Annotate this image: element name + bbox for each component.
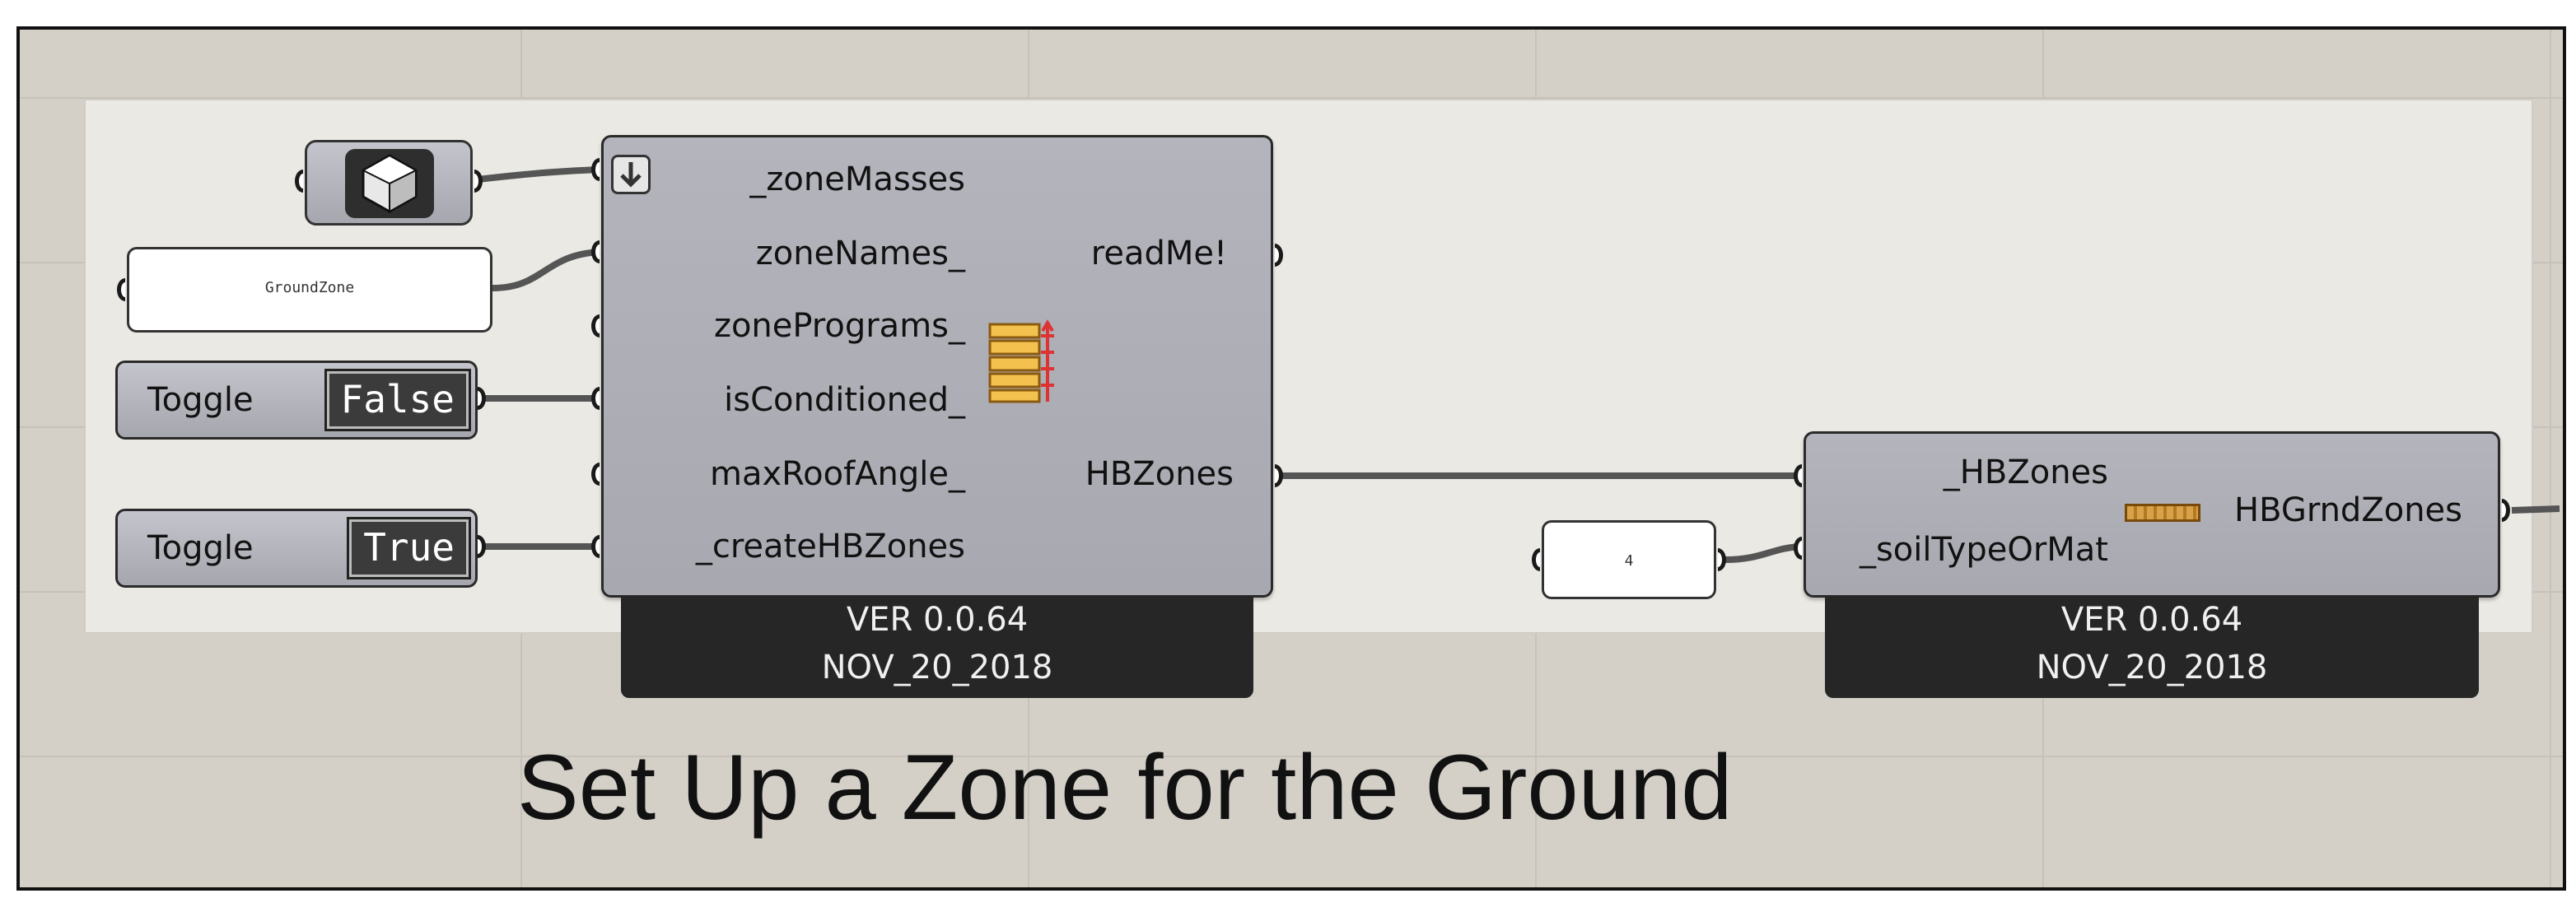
input-create-hbzones: _createHBZones [695, 528, 965, 565]
port-zone-masses[interactable] [591, 158, 600, 181]
soil-type-panel[interactable]: 4 [1542, 520, 1716, 599]
wire-geometry-to-zonemasses[interactable] [477, 166, 600, 183]
toggle-label: Toggle [147, 381, 254, 419]
masses-to-zones-component[interactable] [601, 135, 1273, 598]
port-max-roof-angle[interactable] [591, 463, 600, 486]
is-conditioned-toggle-output-port[interactable] [478, 387, 486, 410]
output-hbgrndzones: HBGrndZones [2234, 491, 2462, 529]
geometry-param-output-port[interactable] [474, 170, 483, 193]
wire-hbgrndzones-out[interactable] [2511, 505, 2560, 514]
port-is-conditioned[interactable] [591, 387, 600, 410]
input-zone-masses: _zoneMasses [749, 161, 965, 198]
port-hbzones-in[interactable] [1794, 464, 1802, 487]
ground-zone-icon [2125, 504, 2200, 522]
port-soil-type[interactable] [1794, 537, 1802, 560]
port-zone-names[interactable] [591, 240, 600, 263]
soil-type-value: 4 [1624, 552, 1634, 570]
zone-name-panel-input-port[interactable] [117, 278, 125, 301]
port-zone-programs[interactable] [591, 314, 600, 337]
masses-version: VER 0.0.64 [846, 601, 1029, 639]
input-max-roof-angle: maxRoofAngle_ [710, 455, 965, 493]
ground-version: VER 0.0.64 [2060, 601, 2243, 639]
geometry-param[interactable] [305, 140, 473, 226]
toggle-value-true[interactable]: True [347, 517, 471, 579]
ground-date: NOV_20_2018 [2036, 649, 2268, 686]
masses-version-footer: VER 0.0.64 NOV_20_2018 [621, 596, 1253, 698]
toggle-label: Toggle [147, 529, 254, 567]
input-zone-names: zoneNames_ [755, 235, 965, 272]
ground-version-footer: VER 0.0.64 NOV_20_2018 [1825, 596, 2479, 698]
is-conditioned-toggle[interactable]: Toggle False [115, 361, 478, 440]
soil-type-panel-output-port[interactable] [1718, 548, 1726, 571]
honeybee-zones-icon [987, 319, 1066, 407]
zone-name-panel[interactable]: GroundZone [127, 247, 492, 333]
port-readme[interactable] [1275, 244, 1283, 267]
create-hbzones-toggle[interactable]: Toggle True [115, 509, 478, 588]
input-zone-programs: zonePrograms_ [713, 307, 965, 345]
port-hbzones[interactable] [1275, 464, 1283, 487]
toggle-value-false[interactable]: False [324, 369, 472, 431]
create-hbzones-toggle-output-port[interactable] [478, 535, 486, 558]
wire-soil-panel-to-soiltype[interactable] [1724, 543, 1801, 563]
zone-name-value: GroundZone [264, 279, 355, 296]
input-is-conditioned: isConditioned_ [724, 381, 965, 419]
output-readme: readMe! [1090, 235, 1227, 272]
soil-type-panel-input-port[interactable] [1532, 548, 1540, 571]
download-arrow-icon[interactable] [611, 155, 651, 194]
geometry-param-icon [345, 149, 434, 218]
port-create-hbzones[interactable] [591, 535, 600, 558]
input-soil-type: _soilTypeOrMat [1859, 531, 2108, 569]
input-hbzones: _HBZones [1943, 454, 2108, 491]
geometry-param-input-port[interactable] [295, 170, 303, 193]
port-hbgrndzones[interactable] [2502, 499, 2510, 522]
output-hbzones: HBZones [1085, 455, 1234, 493]
wire-zonename-to-zonenames[interactable] [492, 249, 600, 291]
canvas-title: Set Up a Zone for the Ground [517, 736, 1733, 839]
masses-date: NOV_20_2018 [821, 649, 1053, 686]
